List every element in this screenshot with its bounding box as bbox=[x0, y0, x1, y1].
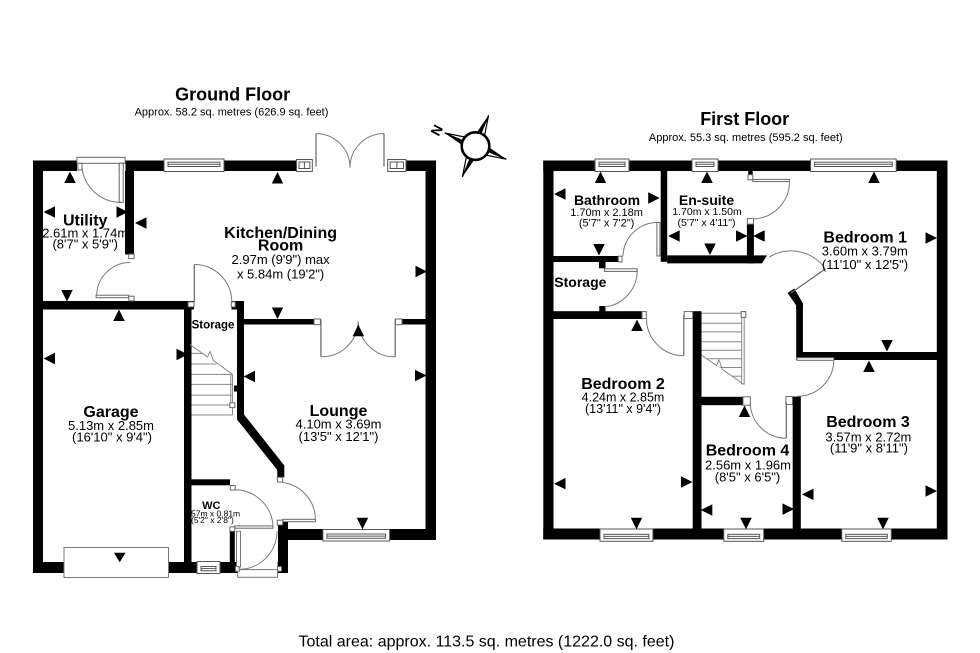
svg-text:.57m x 0.81m: .57m x 0.81m bbox=[189, 508, 241, 518]
svg-text:(13'5" x 12'1"): (13'5" x 12'1") bbox=[299, 429, 379, 444]
svg-text:(8'5" x 6'5"): (8'5" x 6'5") bbox=[715, 469, 781, 484]
svg-text:Bedroom 1: Bedroom 1 bbox=[823, 230, 907, 247]
svg-text:(8'7" x 5'9"): (8'7" x 5'9") bbox=[52, 236, 118, 251]
svg-text:2.97m (9'9") max: 2.97m (9'9") max bbox=[232, 252, 331, 267]
svg-text:Total area: approx. 113.5 sq.: Total area: approx. 113.5 sq. metres (12… bbox=[299, 634, 675, 651]
svg-text:Approx. 58.2 sq. metres (626.9: Approx. 58.2 sq. metres (626.9 sq. feet) bbox=[135, 106, 329, 118]
svg-text:Storage: Storage bbox=[554, 274, 606, 290]
svg-text:3.60m x 3.79m: 3.60m x 3.79m bbox=[822, 243, 908, 258]
svg-text:Lounge: Lounge bbox=[310, 403, 368, 420]
svg-text:Kitchen/Dining: Kitchen/Dining bbox=[224, 225, 337, 242]
svg-text:Garage: Garage bbox=[83, 404, 138, 421]
svg-text:(5'7" x 7'2"): (5'7" x 7'2") bbox=[579, 218, 634, 230]
svg-text:Ground Floor: Ground Floor bbox=[175, 85, 290, 105]
svg-text:2.56m x 1.96m: 2.56m x 1.96m bbox=[705, 458, 791, 473]
svg-text:1.70m x 1.50m: 1.70m x 1.50m bbox=[672, 206, 742, 218]
svg-text:x 5.84m (19'2"): x 5.84m (19'2") bbox=[237, 266, 324, 281]
svg-text:Utility: Utility bbox=[63, 212, 108, 229]
svg-text:(11'10" x 12'5"): (11'10" x 12'5") bbox=[822, 257, 908, 272]
svg-text:En-suite: En-suite bbox=[679, 192, 734, 208]
svg-text:4.24m x 2.85m: 4.24m x 2.85m bbox=[582, 391, 665, 405]
svg-text:First Floor: First Floor bbox=[700, 109, 789, 129]
svg-text:1.70m x 2.18m: 1.70m x 2.18m bbox=[570, 207, 643, 219]
svg-text:(16'10" x 9'4"): (16'10" x 9'4") bbox=[72, 430, 152, 445]
svg-text:5.13m x 2.85m: 5.13m x 2.85m bbox=[68, 418, 154, 433]
svg-text:Bedroom 2: Bedroom 2 bbox=[581, 376, 665, 393]
svg-text:(11'9" x 8'11"): (11'9" x 8'11") bbox=[830, 440, 908, 455]
svg-text:Bathroom: Bathroom bbox=[574, 192, 640, 208]
svg-text:Bedroom 4: Bedroom 4 bbox=[706, 442, 790, 459]
svg-text:WC: WC bbox=[202, 500, 220, 512]
svg-text:Bedroom 3: Bedroom 3 bbox=[826, 414, 910, 431]
svg-text:(13'11" x 9'4"): (13'11" x 9'4") bbox=[585, 402, 661, 416]
svg-text:3.57m x 2.72m: 3.57m x 2.72m bbox=[825, 429, 911, 444]
svg-text:(5'2" x 2'8"): (5'2" x 2'8") bbox=[191, 515, 234, 525]
svg-text:(5'7" x 4'11"): (5'7" x 4'11") bbox=[678, 217, 736, 229]
svg-text:Approx. 55.3 sq. metres (595.2: Approx. 55.3 sq. metres (595.2 sq. feet) bbox=[649, 132, 843, 144]
svg-text:Storage: Storage bbox=[192, 319, 235, 331]
svg-text:4.10m x 3.69m: 4.10m x 3.69m bbox=[296, 416, 382, 431]
svg-text:Room: Room bbox=[258, 238, 303, 255]
svg-text:2.61m x 1.74m: 2.61m x 1.74m bbox=[42, 225, 128, 240]
